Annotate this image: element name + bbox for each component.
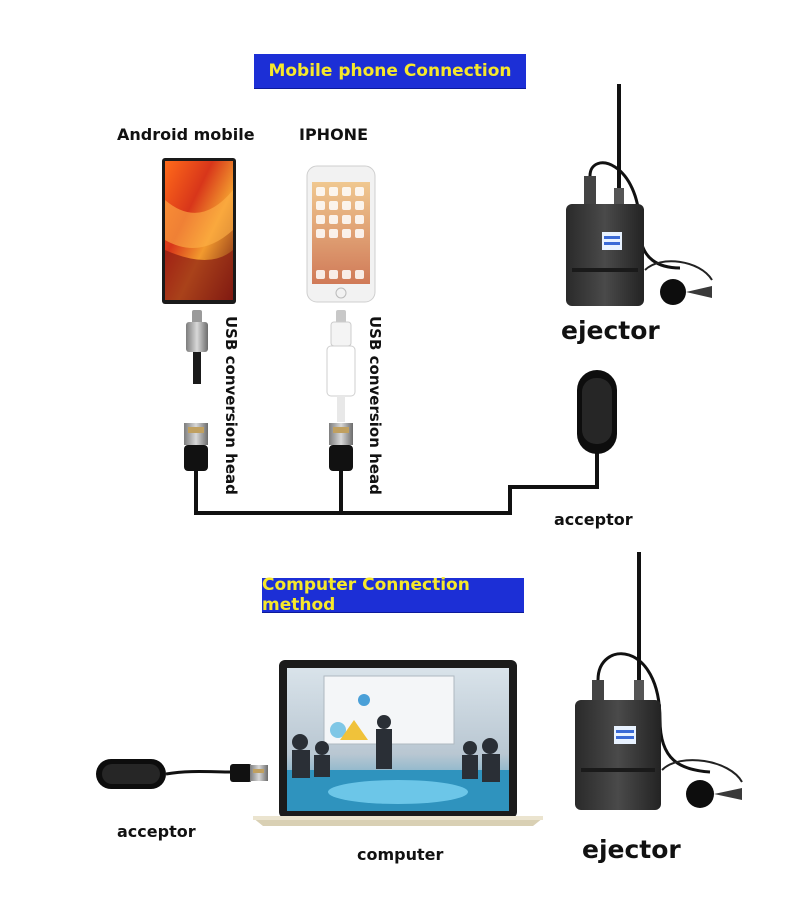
- computer-acceptor-label: acceptor: [117, 822, 196, 841]
- mobile-connection-title: Mobile phone Connection: [268, 61, 512, 81]
- iphone-usb-conversion-label: USB conversion head: [366, 316, 384, 495]
- mobile-acceptor-label: acceptor: [554, 510, 633, 529]
- android-label: Android mobile: [117, 125, 255, 144]
- mobile-cable: [194, 452, 599, 515]
- android-usb-conversion-label: USB conversion head: [222, 316, 240, 495]
- mobile-ejector-device: [566, 84, 713, 306]
- laptop-computer-image: [253, 660, 543, 826]
- android-usb-adapter: [184, 310, 208, 471]
- iphone-usb-adapter: [326, 310, 356, 471]
- mobile-connection-banner: Mobile phone Connection: [254, 54, 526, 88]
- iphone-image: [306, 165, 376, 303]
- mobile-ejector-label: ejector: [561, 316, 660, 345]
- android-phone-image: [162, 158, 236, 304]
- computer-connection-banner: Computer Connection method: [262, 575, 524, 615]
- computer-acceptor-device: [96, 759, 268, 789]
- computer-ejector-device: [575, 552, 743, 810]
- mobile-acceptor-device: [577, 370, 617, 454]
- computer-connection-title: Computer Connection method: [262, 575, 470, 615]
- iphone-label: IPHONE: [299, 125, 368, 144]
- computer-label: computer: [357, 845, 444, 864]
- computer-ejector-label: ejector: [582, 835, 681, 864]
